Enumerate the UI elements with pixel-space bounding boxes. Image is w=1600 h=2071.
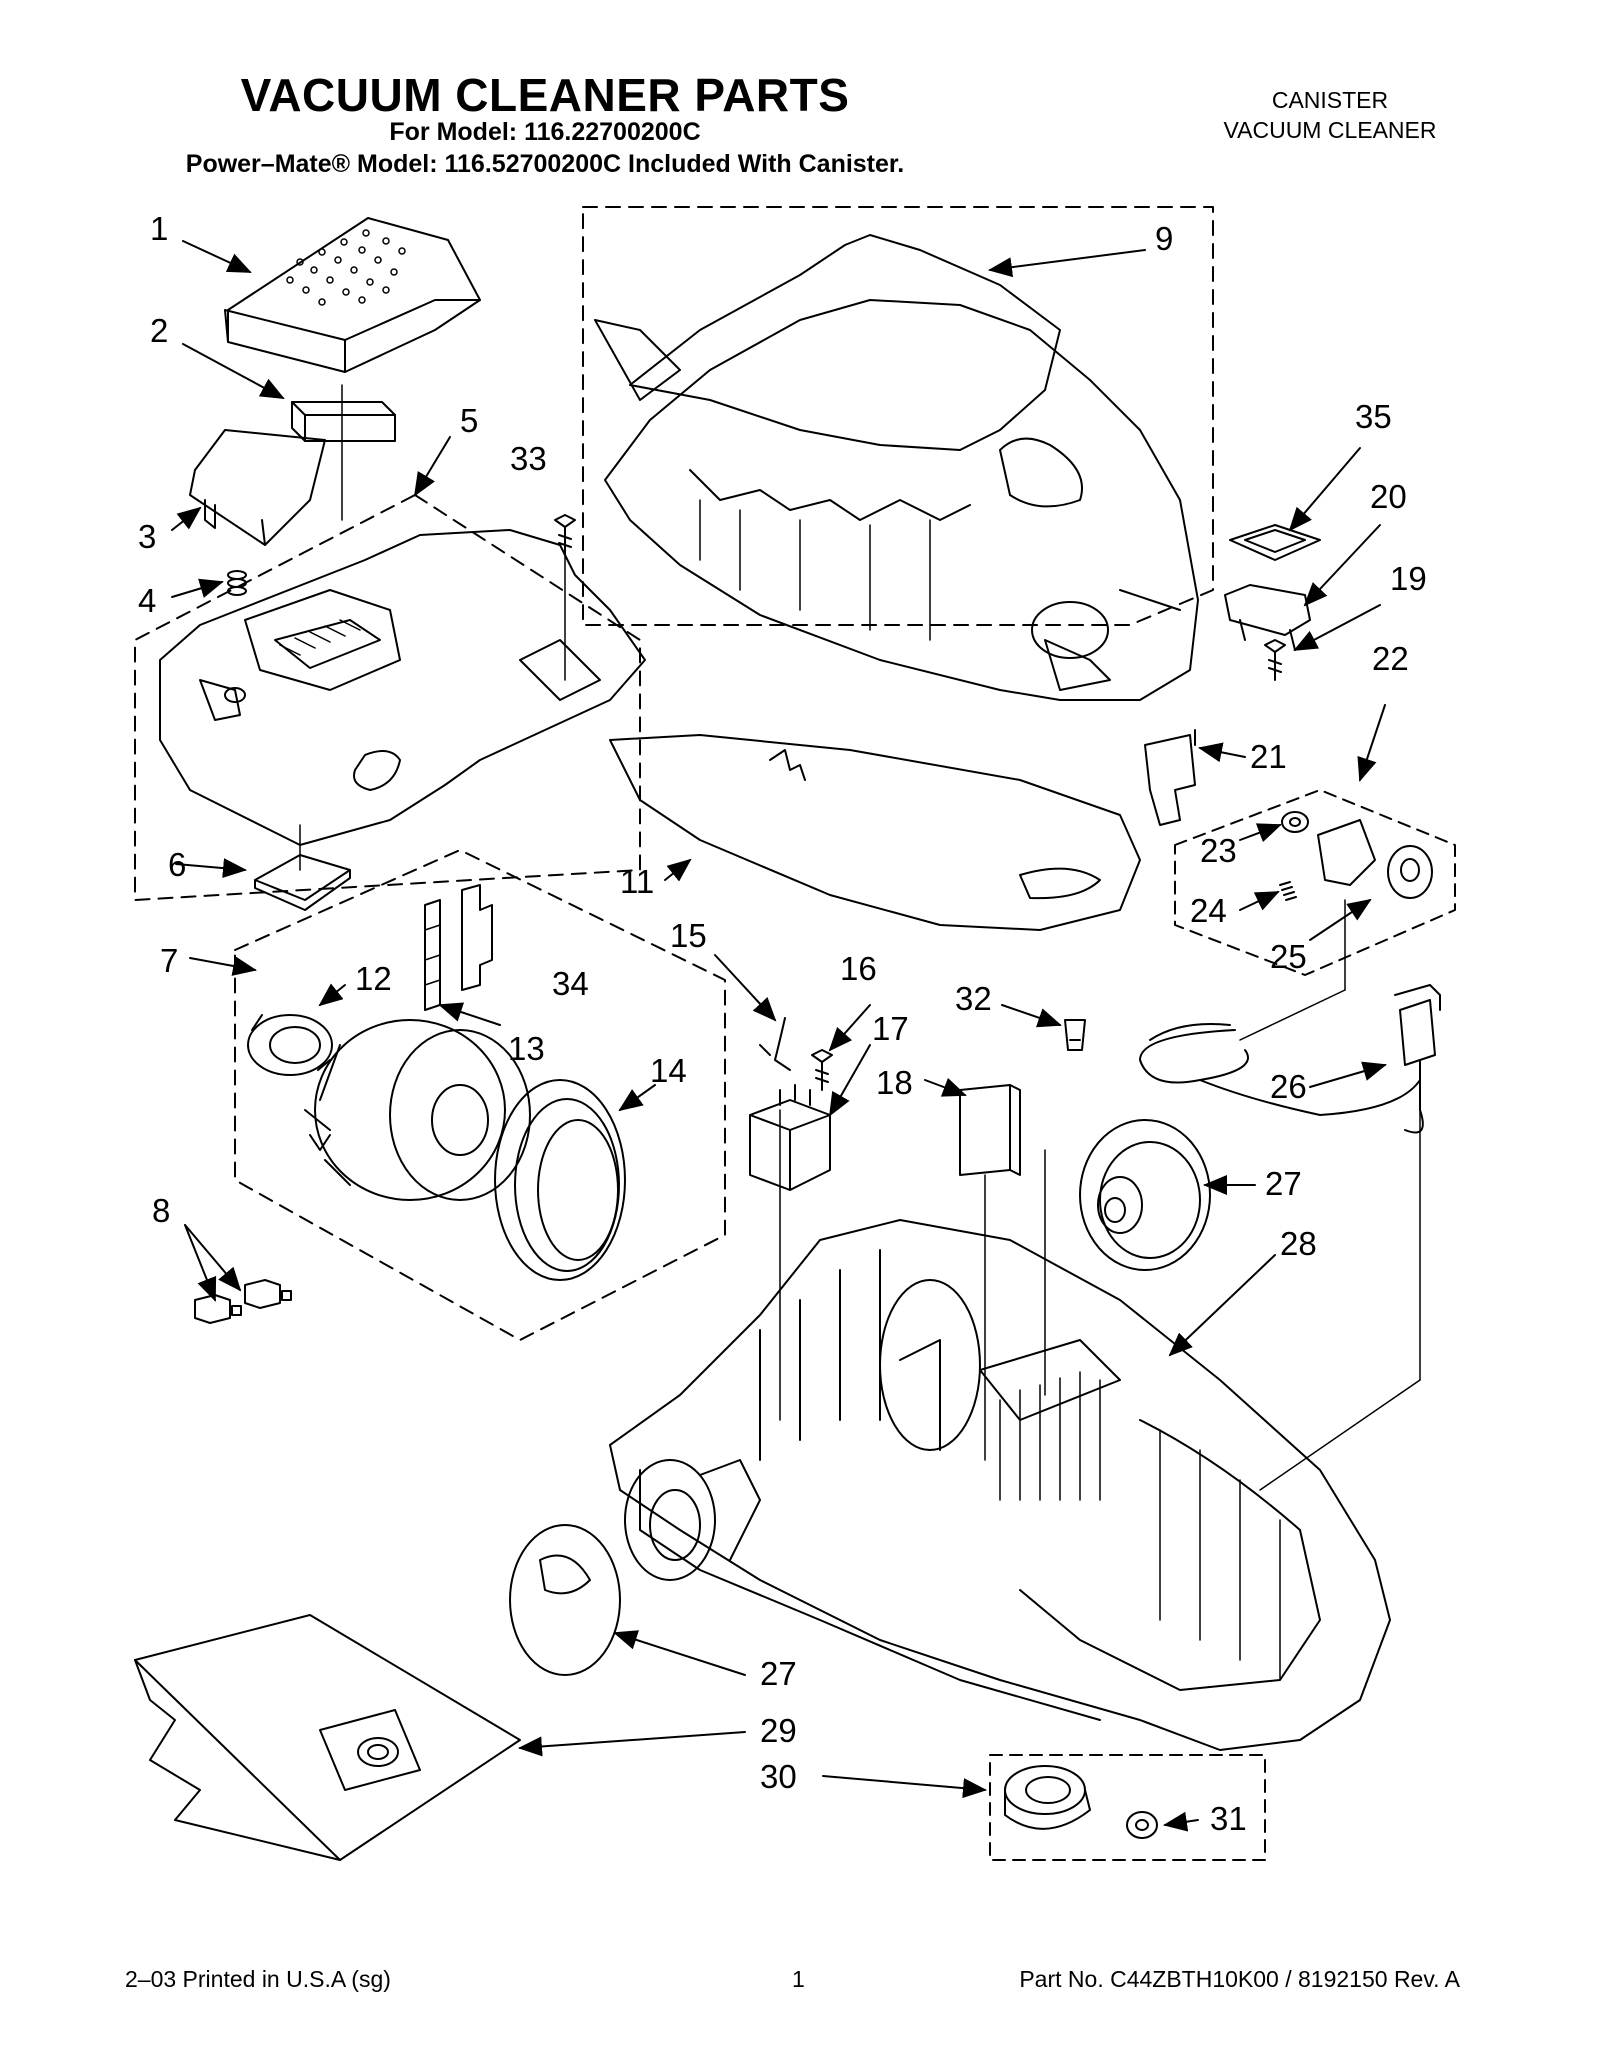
model-line: For Model: 116.22700200C xyxy=(389,118,701,146)
callout-1: 1 xyxy=(150,210,168,247)
part-23-washer xyxy=(1281,811,1309,833)
callout-22: 22 xyxy=(1372,640,1409,677)
callout-21: 21 xyxy=(1250,738,1287,775)
part-21-bracket xyxy=(1144,729,1196,826)
callout-24: 24 xyxy=(1190,892,1227,929)
part-11-base-plate xyxy=(609,734,1141,931)
callout-5: 5 xyxy=(460,402,478,439)
callout-20: 20 xyxy=(1370,478,1407,515)
part-19-screw xyxy=(1264,639,1286,681)
page-number: 1 xyxy=(792,1966,805,1992)
part-17-switch xyxy=(749,1084,831,1191)
part-15-wire xyxy=(759,1017,791,1071)
callout-30: 30 xyxy=(760,1758,797,1795)
callout-14: 14 xyxy=(650,1052,687,1089)
callout-32: 32 xyxy=(955,980,992,1017)
callout-26: 26 xyxy=(1270,1068,1307,1105)
callout-4: 4 xyxy=(138,582,156,619)
part-24-spring xyxy=(1279,881,1297,901)
part-33-screw xyxy=(554,514,576,681)
part-12-motor-mount xyxy=(247,1014,333,1076)
callout-29: 29 xyxy=(760,1712,797,1749)
part-2-filter-pad xyxy=(291,384,396,521)
print-info: 2–03 Printed in U.S.A (sg) xyxy=(125,1966,391,1992)
callout-28: 28 xyxy=(1280,1225,1317,1262)
part-13-bracket xyxy=(424,899,441,1011)
category-label-line2: VACUUM CLEANER xyxy=(1223,117,1437,143)
part-1-top-grill xyxy=(224,217,481,373)
part-25-latch xyxy=(1317,819,1433,899)
callout-17: 17 xyxy=(872,1010,909,1047)
callout-6: 6 xyxy=(168,846,186,883)
part-9-upper-shell xyxy=(594,234,1199,701)
part-26-power-cord xyxy=(1139,984,1441,1134)
part-30-valve xyxy=(1004,1765,1091,1830)
group-outline-30 xyxy=(989,1754,1266,1861)
motor-assembly xyxy=(304,1019,531,1201)
callout-13: 13 xyxy=(508,1030,545,1067)
callout-27-right: 27 xyxy=(1265,1165,1302,1202)
part-32-plug xyxy=(1064,1019,1086,1051)
callout-19: 19 xyxy=(1390,560,1427,597)
part-31-cap xyxy=(1126,1811,1158,1839)
group-outline-5 xyxy=(134,494,641,901)
callout-3: 3 xyxy=(138,518,156,555)
callout-31: 31 xyxy=(1210,1800,1247,1837)
callout-15: 15 xyxy=(670,917,707,954)
part-3-latch xyxy=(189,429,326,546)
part-28-main-base xyxy=(609,1219,1391,1751)
page-title: VACUUM CLEANER PARTS xyxy=(240,69,850,121)
part-18-filter-pad xyxy=(959,1084,1021,1461)
callout-34: 34 xyxy=(552,965,589,1002)
part-6-pad xyxy=(254,824,351,911)
part-16-screw xyxy=(811,1049,833,1091)
part-number: Part No. C44ZBTH10K00 / 8192150 Rev. A xyxy=(1019,1966,1460,1992)
callout-27-left: 27 xyxy=(760,1655,797,1692)
callout-23: 23 xyxy=(1200,832,1237,869)
powermate-model-line: Power–Mate® Model: 116.52700200C Include… xyxy=(185,150,905,178)
callout-11: 11 xyxy=(620,863,654,900)
part-14-gasket-ring xyxy=(494,1079,626,1281)
callout-numbers: 1 2 3 4 5 6 7 8 9 11 12 13 14 15 16 17 1… xyxy=(138,210,1427,1837)
part-27-wheel-cover-left xyxy=(509,1524,621,1676)
part-5-upper-housing xyxy=(159,529,646,846)
callout-25: 25 xyxy=(1270,938,1307,975)
group-outline-22 xyxy=(1174,789,1456,976)
part-34-bracket xyxy=(461,884,493,991)
callout-33: 33 xyxy=(510,440,547,477)
callout-35: 35 xyxy=(1355,398,1392,435)
callout-16: 16 xyxy=(840,950,877,987)
callout-2: 2 xyxy=(150,312,168,349)
callout-7: 7 xyxy=(160,942,178,979)
callout-8: 8 xyxy=(152,1192,170,1229)
group-outline-7 xyxy=(234,849,726,1341)
category-label-line1: CANISTER xyxy=(1271,87,1389,113)
part-27-wheel-right xyxy=(1079,1119,1211,1271)
part-4-spring xyxy=(227,570,247,596)
callout-arrows xyxy=(171,240,1387,1832)
part-29-dust-bag xyxy=(134,1614,521,1861)
callout-9: 9 xyxy=(1155,220,1173,257)
part-35-filter-frame xyxy=(1229,524,1321,561)
leader-lines xyxy=(779,899,1421,1491)
callout-12: 12 xyxy=(355,960,392,997)
part-20-holder xyxy=(1224,584,1311,651)
callout-18: 18 xyxy=(876,1064,913,1101)
